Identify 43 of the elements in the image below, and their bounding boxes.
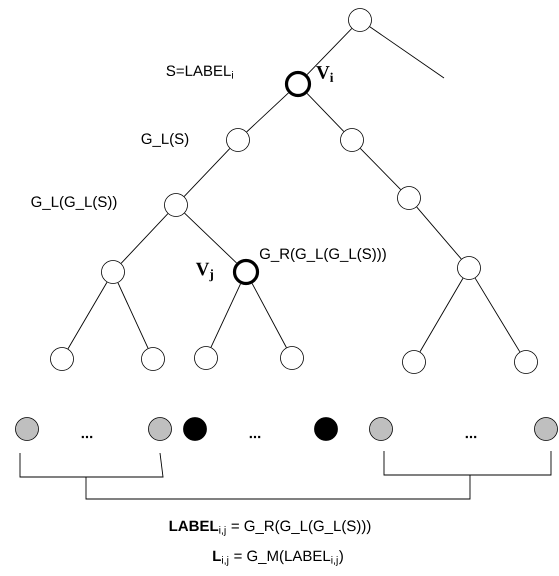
formula-text: LABEL$_{i,j}$ = G_R(G_L(G_L(S)))	[170, 520, 370, 536]
node-label: G_R(G_L(G_L(S)))	[260, 248, 386, 262]
tree-node	[194, 346, 218, 370]
tree-node	[534, 417, 558, 441]
tree-node	[50, 347, 74, 371]
tree-node	[15, 417, 39, 441]
tree-branch	[369, 26, 444, 78]
tree-branch	[184, 148, 230, 197]
tree-node	[183, 417, 207, 441]
tree-branch	[184, 212, 237, 264]
tree-branch	[68, 282, 108, 350]
tree-node	[340, 128, 364, 152]
ellipsis: ...	[82, 436, 92, 438]
tree-node	[280, 346, 304, 370]
tree-node	[402, 350, 426, 374]
tree-branch	[252, 283, 287, 348]
tree-node	[397, 186, 421, 210]
tree-node	[514, 350, 538, 374]
ellipsis: ...	[250, 436, 260, 438]
tree-node	[141, 347, 165, 371]
tree-branch	[416, 206, 462, 260]
node-label: S=LABEL$_{i}$	[166, 65, 233, 79]
tree-branch	[474, 278, 520, 352]
tree-branch	[420, 278, 464, 352]
formula-text: L$_{i,j}$ = G_M(LABEL$_{i,j}$)	[213, 550, 343, 566]
tree-branch	[306, 28, 352, 76]
ellipsis: ...	[466, 436, 476, 438]
tree-node	[348, 8, 372, 32]
tree-branch	[120, 213, 168, 264]
tree-node	[369, 417, 393, 441]
tree-node	[457, 256, 481, 280]
tree-branch	[360, 148, 402, 190]
tree-node	[101, 260, 125, 284]
tree-branch	[210, 283, 241, 348]
tree-branch	[118, 282, 148, 349]
tree-branch	[246, 92, 289, 132]
node-label: G_L(G_L(S))	[31, 196, 116, 210]
tree-node	[314, 417, 338, 441]
tree-node	[148, 417, 172, 441]
tree-branch	[306, 92, 344, 132]
node-label: V$_{i}$	[316, 66, 334, 82]
node-label: V$_{j}$	[196, 262, 213, 282]
node-label: G_L(S)	[142, 133, 188, 147]
